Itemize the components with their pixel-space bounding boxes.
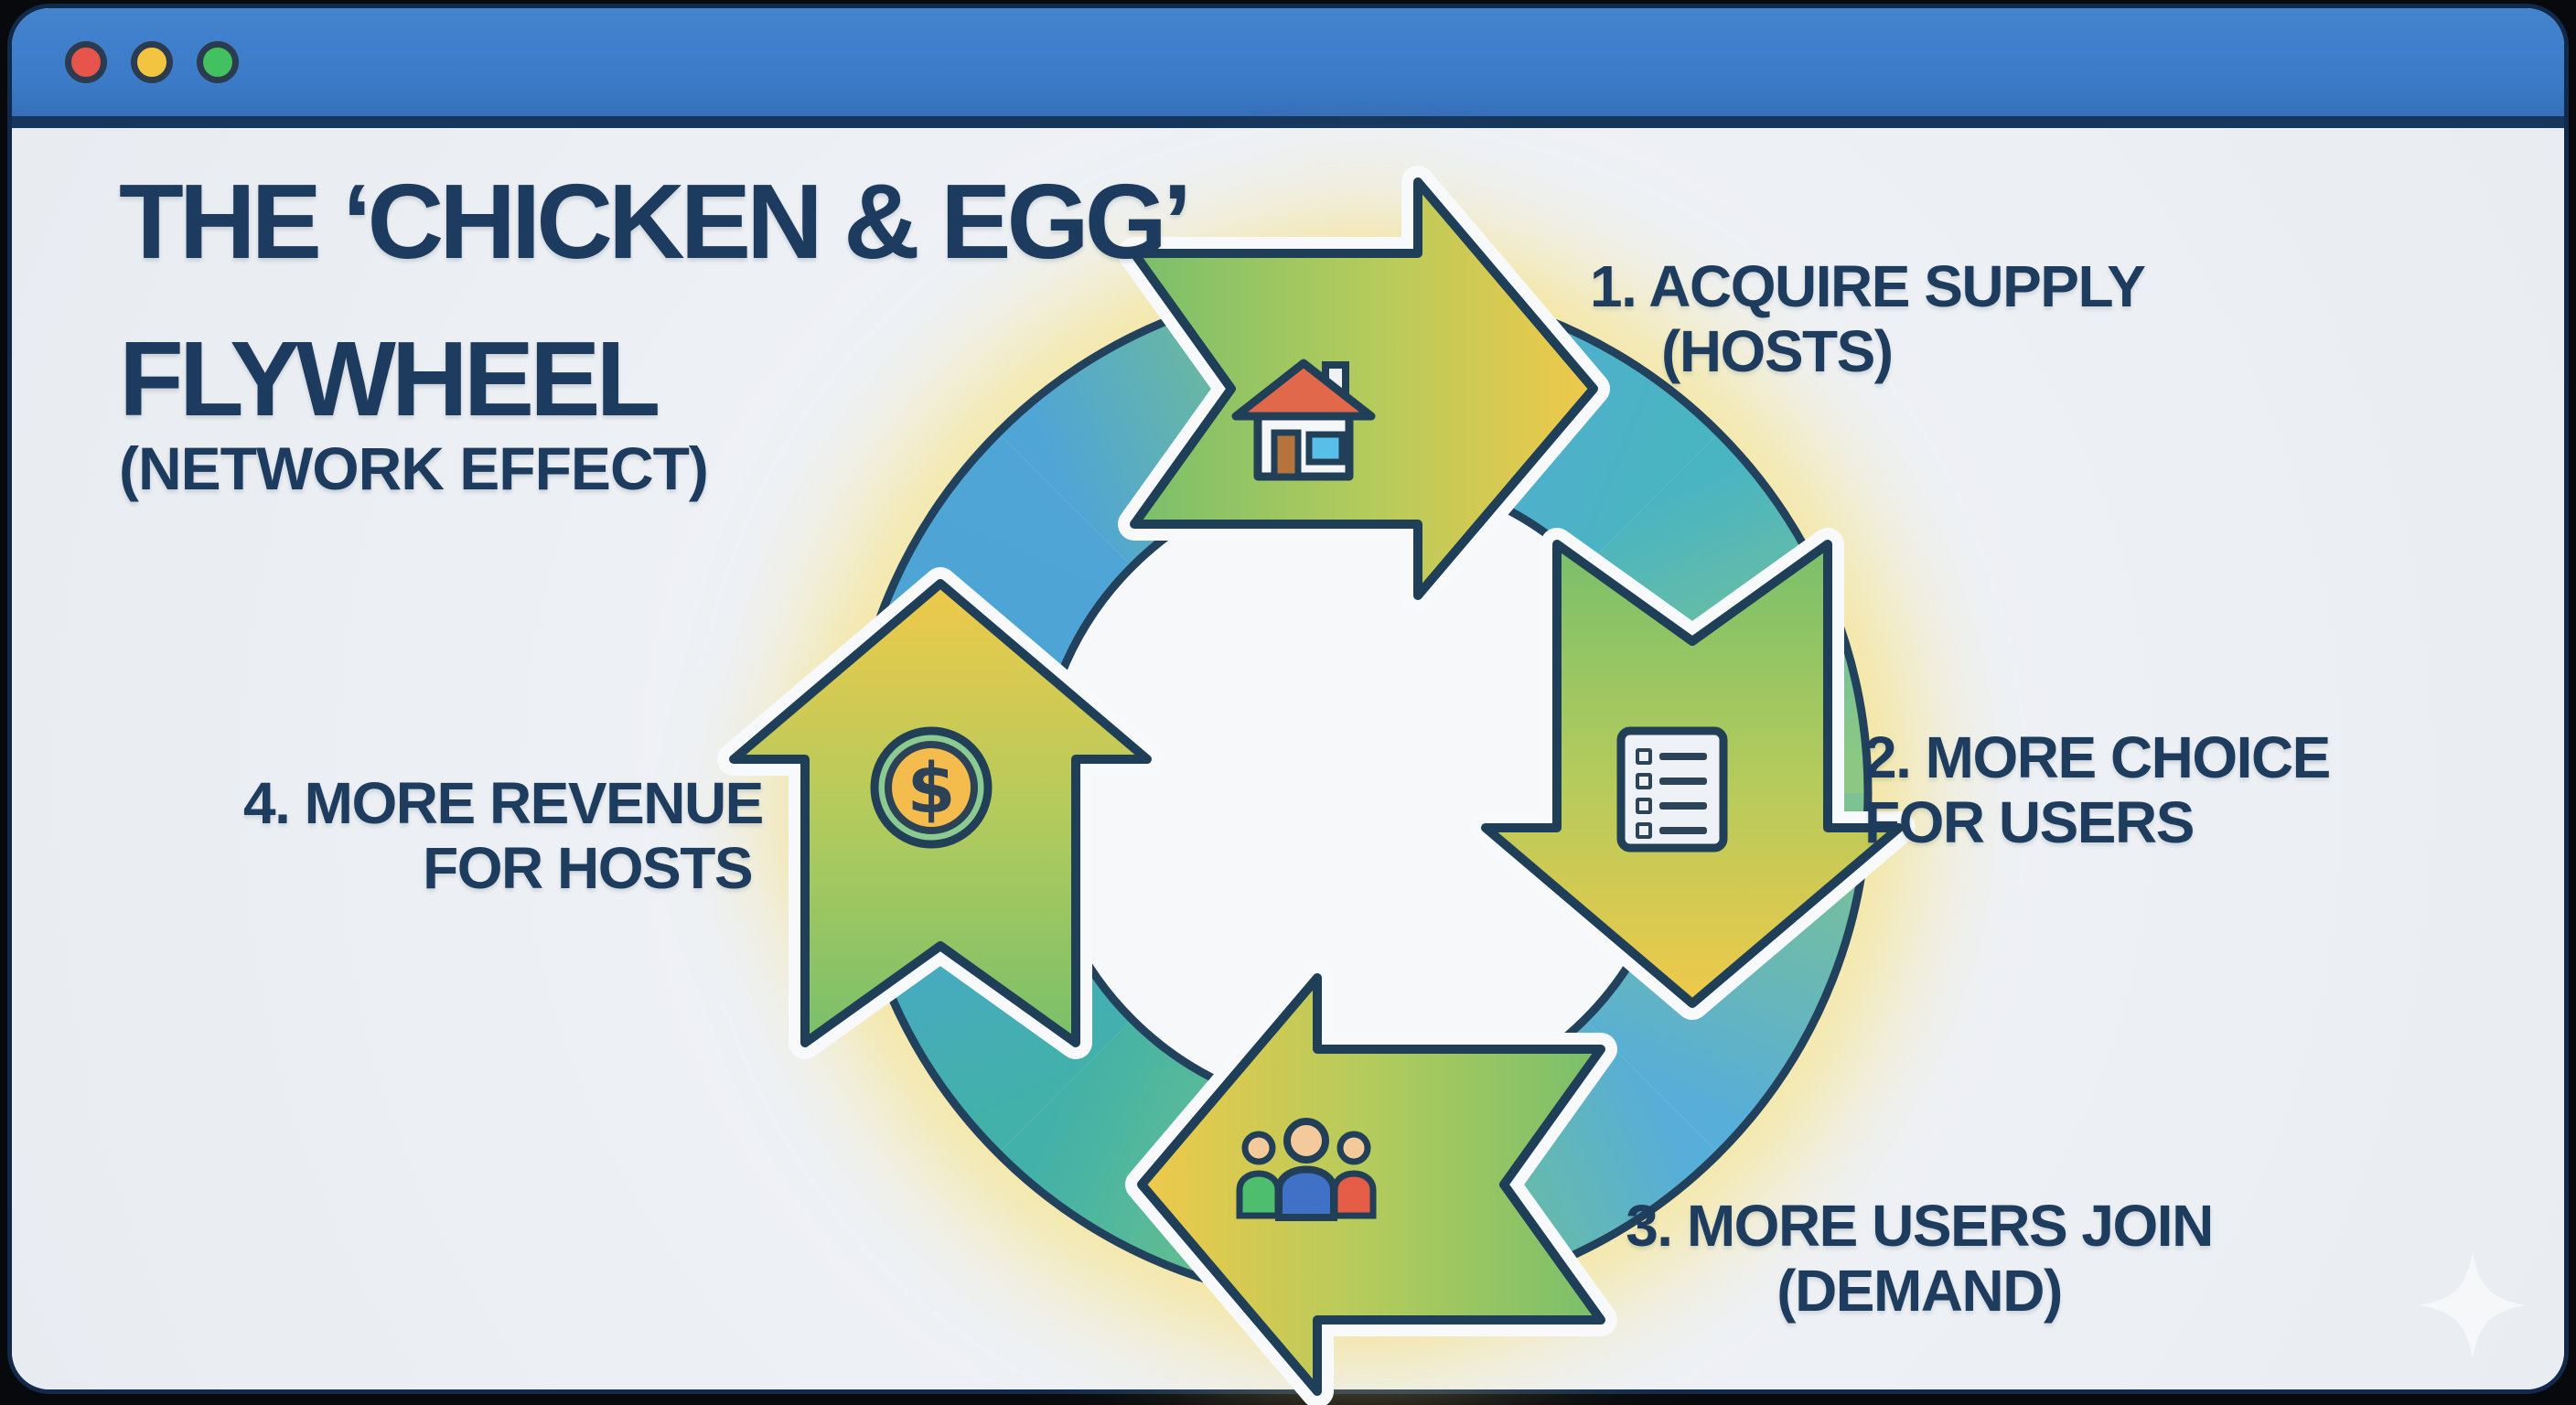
title-line1: THE ‘CHICKEN & EGG’ <box>119 162 1192 281</box>
checklist-icon <box>1616 726 1728 853</box>
house-icon <box>1231 359 1376 481</box>
sparkle-watermark <box>2420 1252 2526 1358</box>
title-line2: FLYWHEEL <box>119 319 660 438</box>
page-title: THE ‘CHICKEN & EGG’ FLYWHEEL (NETWORK EF… <box>119 143 1192 503</box>
dollar-coin-icon: $ <box>870 726 993 849</box>
step-label-2: 2. MORE CHOICE FOR USERS <box>1864 724 2331 855</box>
dollar-glyph: $ <box>907 747 956 829</box>
people-icon <box>1236 1118 1377 1221</box>
step-label-4: 4. MORE REVENUE FOR HOSTS <box>243 770 764 901</box>
ring-hub <box>1040 475 1677 1111</box>
step-1-line-2: (HOSTS) <box>1661 318 1894 384</box>
arrow-step-1 <box>1118 166 1610 612</box>
step-3-line-2: (DEMAND) <box>1776 1258 2063 1324</box>
step-3-line-1: 3. MORE USERS JOIN <box>1626 1193 2214 1259</box>
step-2-line-1: 2. MORE CHOICE <box>1864 724 2331 790</box>
step-4-line-2: FOR HOSTS <box>423 835 753 901</box>
minimize-button[interactable] <box>131 41 173 83</box>
step-1-line-1: 1. ACQUIRE SUPPLY <box>1590 253 2146 319</box>
window-titlebar <box>12 8 2564 128</box>
step-4-line-1: 4. MORE REVENUE <box>243 770 764 836</box>
step-2-line-2: FOR USERS <box>1864 789 2195 855</box>
maximize-button[interactable] <box>197 41 239 83</box>
step-label-1: 1. ACQUIRE SUPPLY (HOSTS) <box>1590 253 2146 384</box>
close-button[interactable] <box>65 41 107 83</box>
step-label-3: 3. MORE USERS JOIN (DEMAND) <box>1604 1194 2235 1324</box>
title-subtitle: (NETWORK EFFECT) <box>119 434 709 502</box>
